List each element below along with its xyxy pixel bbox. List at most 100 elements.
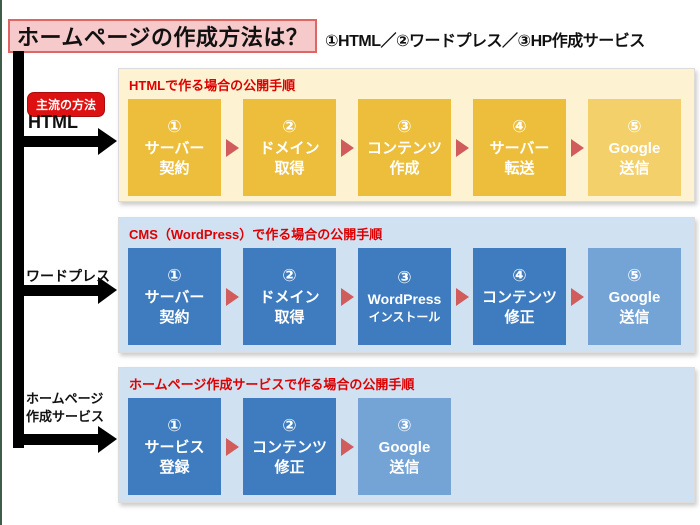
- arrow-right-icon: [455, 287, 469, 306]
- step-connector: [566, 287, 588, 306]
- arrow-shaft: [13, 285, 98, 296]
- step-box: ⑤ Google 送信: [588, 248, 681, 345]
- step-label: Google: [608, 288, 661, 306]
- step-label: インストール: [368, 310, 441, 325]
- branch-trunk-line: [13, 51, 24, 448]
- arrow-right-icon: [340, 437, 354, 456]
- branch-label-html: HTML: [28, 112, 78, 132]
- step-box: ⑤ Google 送信: [588, 99, 681, 196]
- section-heading: CMS（WordPress）で作る場合の公開手順: [129, 227, 383, 242]
- section-service: ホームページ作成サービスで作る場合の公開手順 ① サービス 登録 ② コンテンツ…: [118, 367, 695, 503]
- step-box: ② コンテンツ 修正: [243, 398, 336, 495]
- step-connector: [336, 138, 358, 157]
- step-number: ④: [512, 265, 527, 285]
- step-label: サーバー: [144, 288, 205, 306]
- section-html: HTMLで作る場合の公開手順 ① サーバー 契約 ② ドメイン 取得 ③ コンテ…: [118, 68, 695, 202]
- step-box: ④ コンテンツ 修正: [473, 248, 566, 345]
- step-label: コンテンツ: [481, 288, 557, 306]
- step-number: ③: [397, 116, 412, 136]
- step-label: コンテンツ: [366, 139, 442, 157]
- page-title: ホームページの作成方法は？: [8, 19, 318, 53]
- section-heading: HTMLで作る場合の公開手順: [129, 78, 296, 93]
- step-label: サービス: [144, 438, 205, 456]
- step-box: ② ドメイン 取得: [243, 99, 336, 196]
- step-label: 送信: [389, 458, 420, 476]
- step-connector: [451, 138, 473, 157]
- step-label: サーバー: [144, 139, 205, 157]
- branch-arrow-service: [13, 426, 117, 453]
- arrow-right-icon: [340, 287, 354, 306]
- step-connector: [451, 287, 473, 306]
- step-connector: [221, 287, 243, 306]
- step-label: 契約: [159, 308, 190, 326]
- arrow-shaft: [13, 136, 98, 147]
- slide-left-edge: [0, 0, 2, 525]
- arrow-right-icon: [570, 287, 584, 306]
- step-label: コンテンツ: [251, 438, 327, 456]
- step-box: ① サービス 登録: [128, 398, 221, 495]
- arrow-head-icon: [98, 426, 117, 453]
- step-connector: [221, 437, 243, 456]
- step-number: ③: [397, 415, 412, 435]
- step-number: ①: [167, 265, 182, 285]
- arrow-right-icon: [225, 287, 239, 306]
- step-number: ⑤: [627, 116, 642, 136]
- step-label: 契約: [159, 159, 190, 177]
- branch-arrow-wordpress: [13, 277, 117, 304]
- step-label: Google: [608, 139, 661, 157]
- step-number: ②: [282, 415, 297, 435]
- branch-label-line: 作成サービス: [26, 409, 105, 425]
- step-number: ③: [397, 268, 412, 288]
- branch-label-line: ホームページ: [26, 391, 104, 406]
- step-label: 送信: [619, 308, 650, 326]
- arrow-right-icon: [225, 437, 239, 456]
- step-box: ③ コンテンツ 作成: [358, 99, 451, 196]
- step-connector: [221, 138, 243, 157]
- step-connector: [566, 138, 588, 157]
- step-box: ③ Google 送信: [358, 398, 451, 495]
- step-label: 転送: [504, 159, 535, 177]
- branch-arrow-html: [13, 128, 117, 155]
- step-connector: [336, 287, 358, 306]
- step-number: ①: [167, 116, 182, 136]
- arrow-right-icon: [570, 138, 584, 157]
- step-number: ④: [512, 116, 527, 136]
- step-label: 修正: [274, 458, 305, 476]
- step-label: Google: [378, 438, 431, 456]
- step-label: 送信: [619, 159, 650, 177]
- arrow-right-icon: [455, 138, 469, 157]
- section-heading: ホームページ作成サービスで作る場合の公開手順: [129, 377, 415, 392]
- step-label: サーバー: [489, 139, 550, 157]
- step-box: ① サーバー 契約: [128, 99, 221, 196]
- step-label: 取得: [274, 159, 305, 177]
- arrow-right-icon: [225, 138, 239, 157]
- mainstream-badge: 主流の方法: [27, 92, 106, 117]
- step-label: 登録: [159, 458, 190, 476]
- step-number: ②: [282, 116, 297, 136]
- step-box: ④ サーバー 転送: [473, 99, 566, 196]
- step-label: ドメイン: [259, 288, 320, 306]
- step-label: 作成: [389, 159, 420, 177]
- step-box: ③ WordPress インストール: [358, 248, 451, 345]
- arrow-head-icon: [98, 277, 117, 304]
- step-number: ⑤: [627, 265, 642, 285]
- branch-label-service: ホームページ 作成サービス: [26, 390, 104, 426]
- step-box: ② ドメイン 取得: [243, 248, 336, 345]
- branch-label-wordpress: ワードプレス: [26, 268, 110, 284]
- step-box: ① サーバー 契約: [128, 248, 221, 345]
- step-label: WordPress: [367, 291, 442, 308]
- steps-row: ① サービス 登録 ② コンテンツ 修正 ③ Google 送信: [128, 398, 685, 495]
- step-label: ドメイン: [259, 139, 320, 157]
- step-label: 修正: [504, 308, 535, 326]
- arrow-shaft: [13, 434, 98, 445]
- steps-row: ① サーバー 契約 ② ドメイン 取得 ③ コンテンツ 作成 ④ サーバー 転送: [128, 99, 685, 196]
- arrow-right-icon: [340, 138, 354, 157]
- step-label: 取得: [274, 308, 305, 326]
- step-connector: [336, 437, 358, 456]
- step-number: ②: [282, 265, 297, 285]
- section-wordpress: CMS（WordPress）で作る場合の公開手順 ① サーバー 契約 ② ドメイ…: [118, 217, 695, 353]
- step-number: ①: [167, 415, 182, 435]
- method-list-subtitle: ①HTML／②ワードプレス／③HP作成サービス: [325, 33, 645, 50]
- arrow-head-icon: [98, 128, 117, 155]
